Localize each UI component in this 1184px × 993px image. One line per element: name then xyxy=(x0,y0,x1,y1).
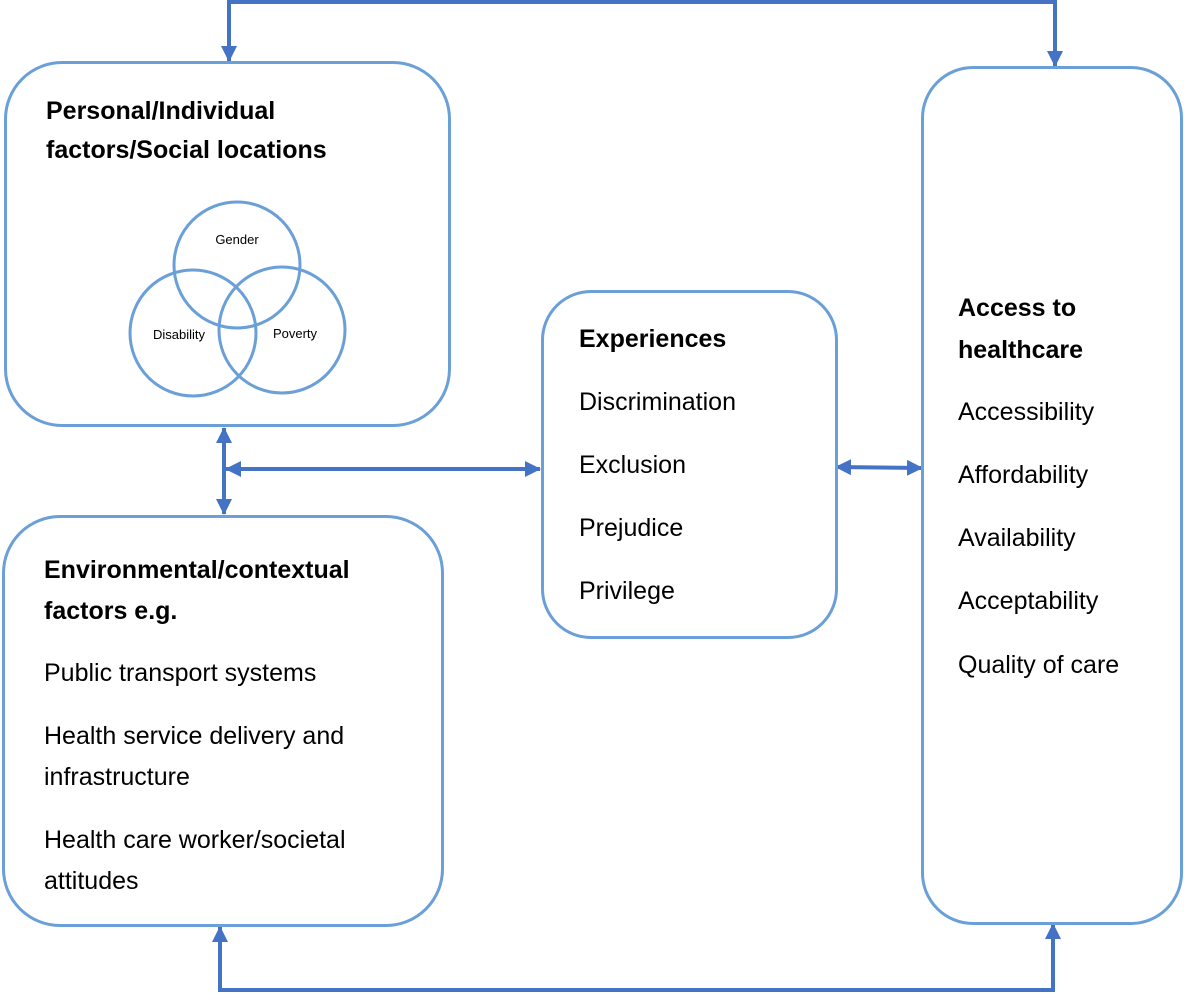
venn-label-poverty: Poverty xyxy=(273,326,318,341)
access-item: Quality of care xyxy=(958,651,1120,679)
experiences-access-arrow xyxy=(835,459,923,476)
experiences-item: Discrimination xyxy=(579,388,736,416)
experiences-item: Privilege xyxy=(579,577,675,605)
environmental-item: Health service delivery and xyxy=(44,722,345,750)
access-title-line1: Access to xyxy=(958,294,1077,322)
access-to-healthcare-box: Access to healthcare Accessibility Affor… xyxy=(921,66,1183,925)
personal-factors-box: Personal/Individual factors/Social locat… xyxy=(4,61,451,427)
personal-title-line2: factors/Social locations xyxy=(46,136,327,164)
top-loop-arrow xyxy=(221,0,1063,67)
environmental-factors-box: Environmental/contextual factors e.g. Pu… xyxy=(2,515,444,927)
environmental-item: Health care worker/societal xyxy=(44,826,346,854)
venn-circle-disability xyxy=(128,268,258,398)
environmental-title-line2: factors e.g. xyxy=(44,597,178,625)
venn-label-disability: Disability xyxy=(153,327,206,342)
bottom-loop-arrow xyxy=(212,923,1061,992)
access-title-line2: healthcare xyxy=(958,336,1084,364)
venn-circle-gender xyxy=(172,200,302,330)
access-item: Availability xyxy=(958,524,1076,552)
experiences-item: Prejudice xyxy=(579,514,684,542)
environmental-title-line1: Environmental/contextual xyxy=(44,556,350,584)
access-item: Acceptability xyxy=(958,587,1099,615)
personal-title-line1: Personal/Individual xyxy=(46,97,276,125)
experiences-box: Experiences Discrimination Exclusion Pre… xyxy=(541,290,838,639)
environmental-item: infrastructure xyxy=(44,763,190,791)
environmental-item: attitudes xyxy=(44,867,139,895)
venn-diagram: Gender Disability Poverty xyxy=(128,200,347,398)
venn-label-gender: Gender xyxy=(215,232,259,247)
environmental-item: Public transport systems xyxy=(44,659,317,687)
access-item: Affordability xyxy=(958,461,1089,489)
experiences-item: Exclusion xyxy=(579,451,686,479)
experiences-title: Experiences xyxy=(579,325,727,353)
access-item: Accessibility xyxy=(958,398,1095,426)
venn-circle-poverty xyxy=(217,265,347,395)
